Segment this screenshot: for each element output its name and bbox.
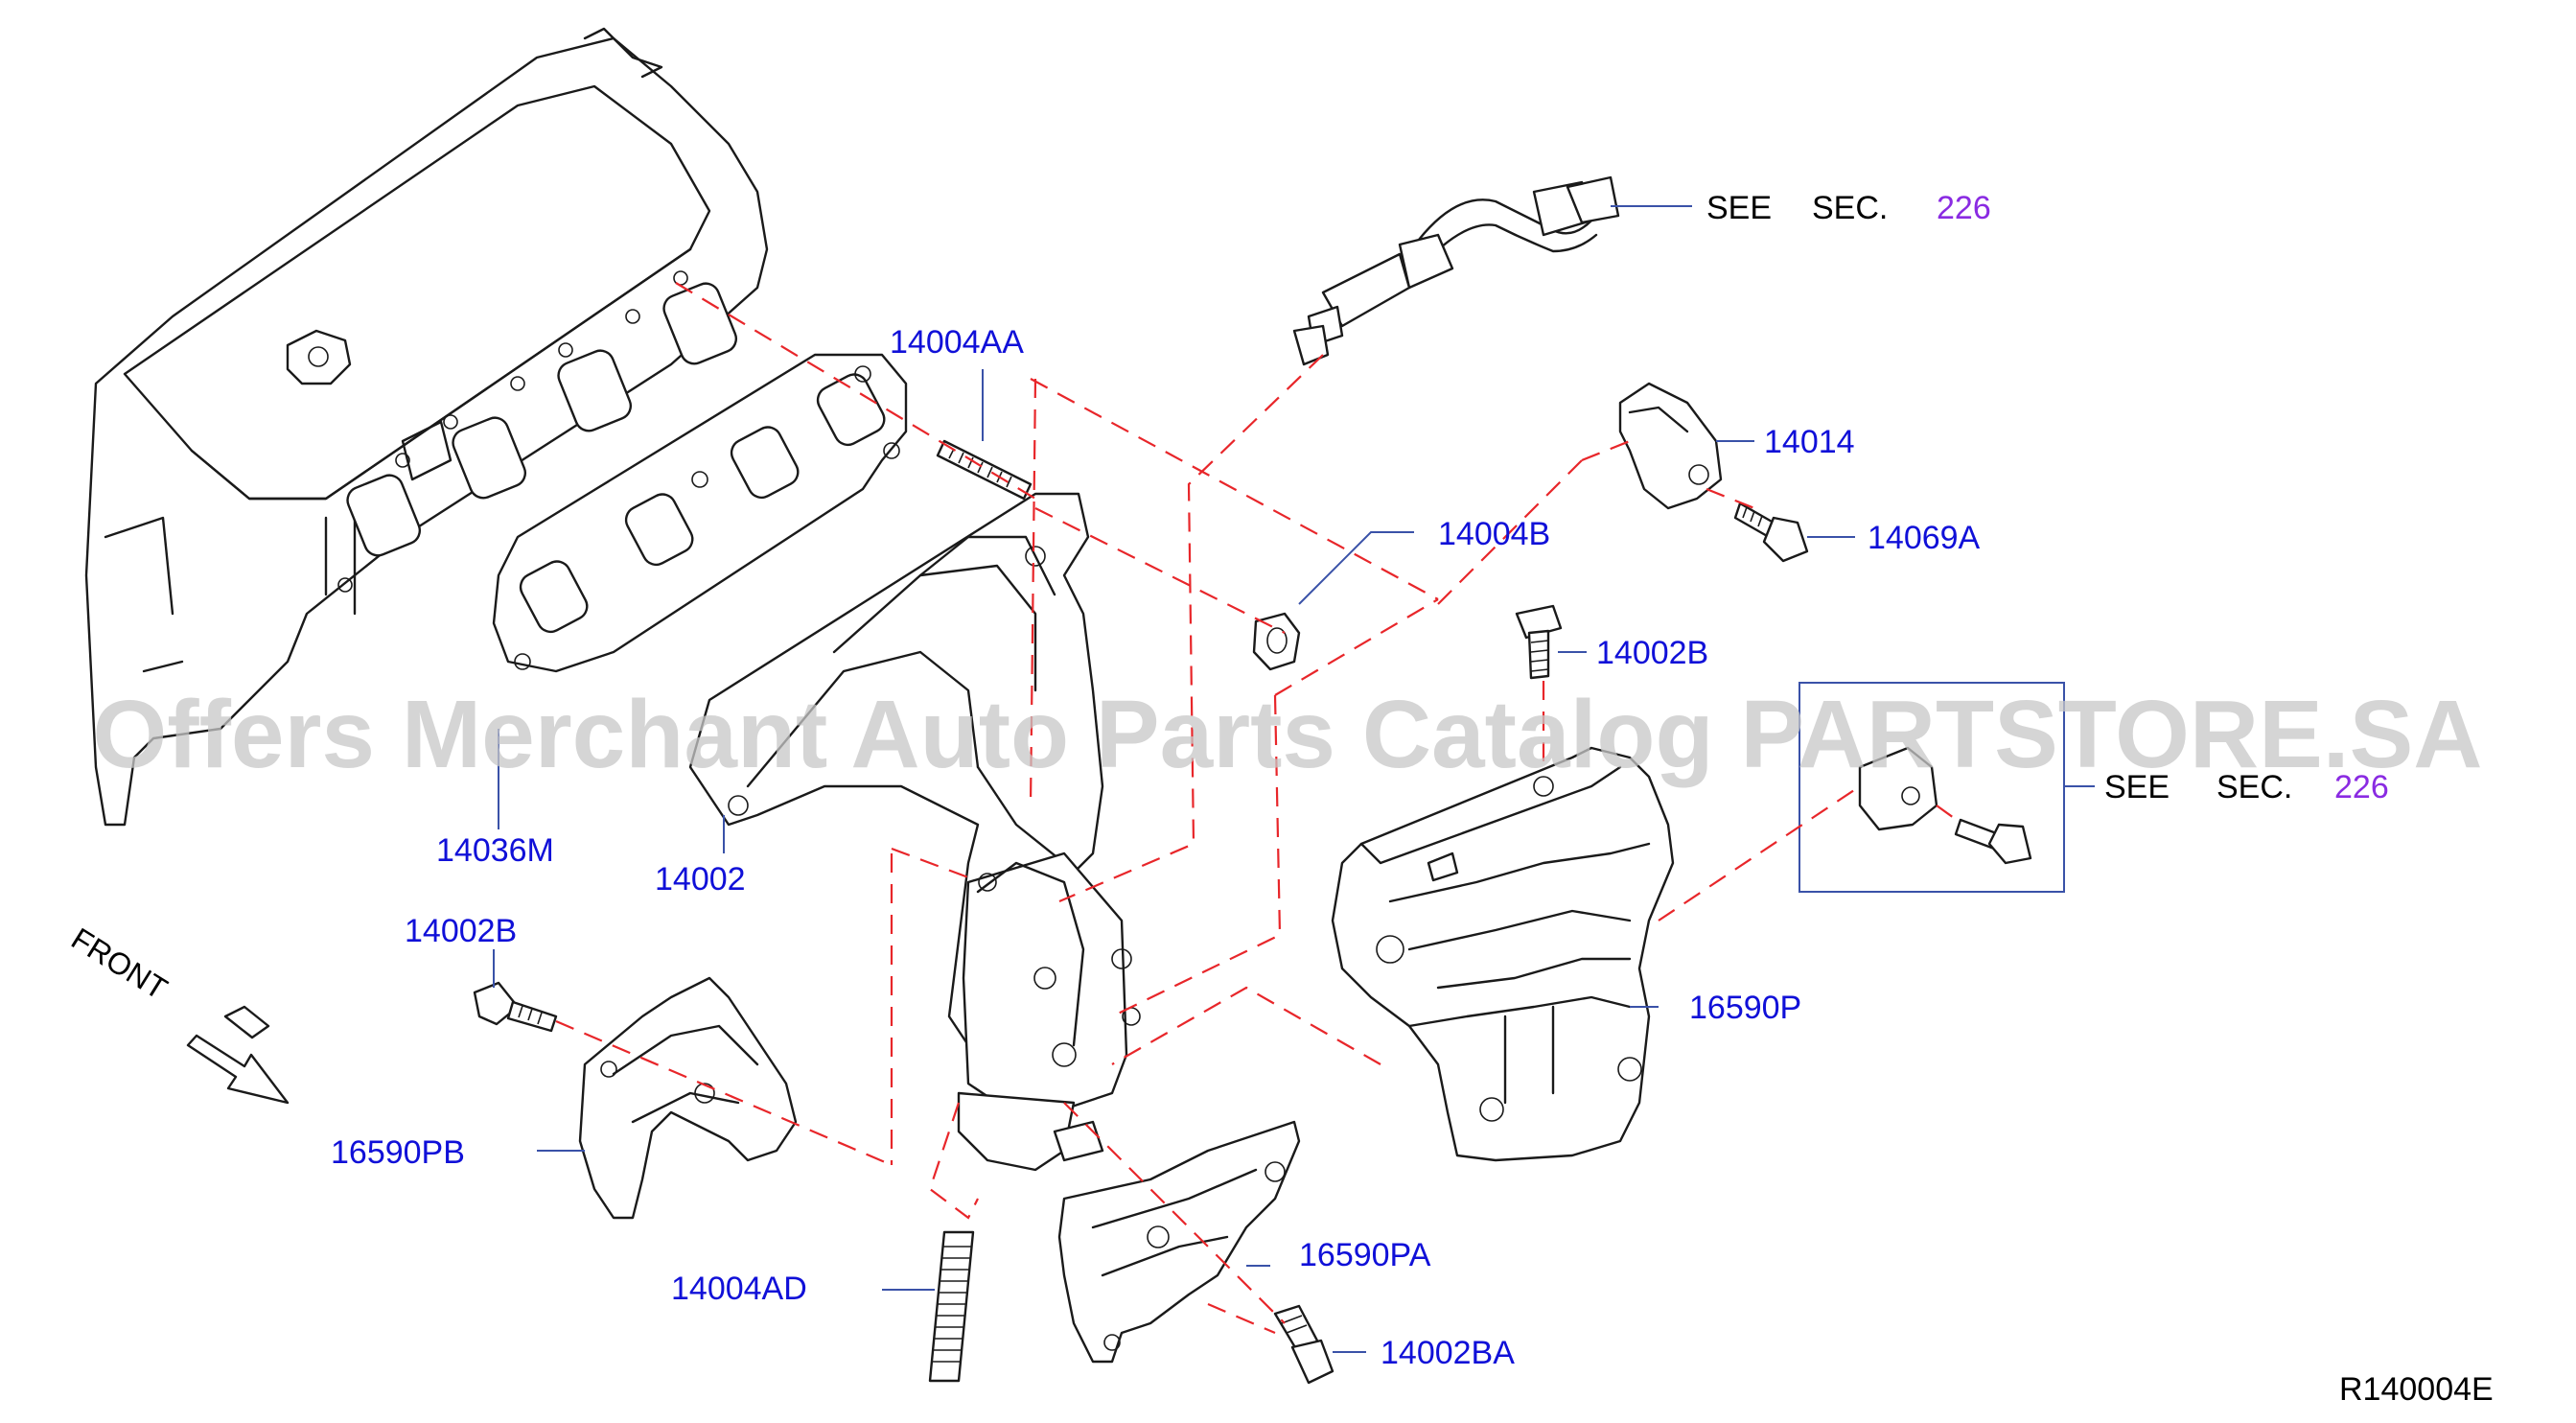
manifold-gasket: [492, 353, 908, 673]
engine-cylinder-head: [84, 27, 769, 827]
bolt-14002ba: [1273, 1304, 1334, 1385]
front-label: FRONT: [65, 921, 174, 1006]
bolt-14069a: [1733, 502, 1809, 563]
assembly-lines: [555, 282, 1961, 1335]
callout-14014: 14014: [1764, 424, 1855, 460]
sensor-14014: [1618, 382, 1723, 510]
callout-14069a: 14069A: [1868, 520, 1981, 556]
inset-detail: [1799, 682, 2065, 893]
heat-shield-16590p: [1331, 746, 1675, 1162]
sec-label: SEC.: [2216, 769, 2292, 805]
callout-14004b: 14004B: [1438, 516, 1550, 552]
bolt-14002b-left: [473, 981, 558, 1033]
bolt-14002b-top: [1515, 604, 1563, 680]
stud-14004ad: [928, 1230, 975, 1383]
callout-16590pb: 16590PB: [331, 1134, 465, 1171]
callout-14002: 14002: [655, 861, 746, 898]
section-number[interactable]: 226: [1937, 190, 1991, 226]
sec-label: SEC.: [1812, 190, 1888, 226]
nut-14004b: [1252, 612, 1301, 671]
callout-14002b-left: 14002B: [405, 913, 517, 949]
stud-14004aa: [936, 439, 1033, 501]
leader-lines: [493, 205, 2095, 1353]
oxygen-sensor: [1292, 175, 1620, 366]
see-label: SEE: [2104, 769, 2170, 805]
callout-14036m: 14036M: [436, 832, 554, 869]
bracket-16590pb: [578, 976, 798, 1220]
callout-14004aa: 14004AA: [890, 324, 1024, 361]
callout-16590p: 16590P: [1689, 990, 1801, 1026]
see-label: SEE: [1706, 190, 1772, 226]
callout-14002ba: 14002BA: [1381, 1335, 1515, 1371]
callout-14002b-top: 14002B: [1596, 635, 1708, 671]
callout-16590pa: 16590PA: [1299, 1237, 1431, 1273]
reference-code: R140004E: [2339, 1371, 2494, 1408]
front-arrow-icon: [186, 1005, 290, 1105]
callout-14004ad: 14004AD: [671, 1271, 807, 1307]
heat-shield-16590pa: [1057, 1120, 1301, 1364]
exhaust-manifold-with-catalyst: [688, 492, 1141, 1172]
see-sec-reference-right: SEE SEC. 226: [2104, 769, 2389, 805]
see-sec-reference-top: SEE SEC. 226: [1706, 190, 1991, 226]
section-number[interactable]: 226: [2334, 769, 2389, 805]
watermark: Offers Merchant Auto Parts Catalog PARTS…: [93, 681, 2483, 788]
